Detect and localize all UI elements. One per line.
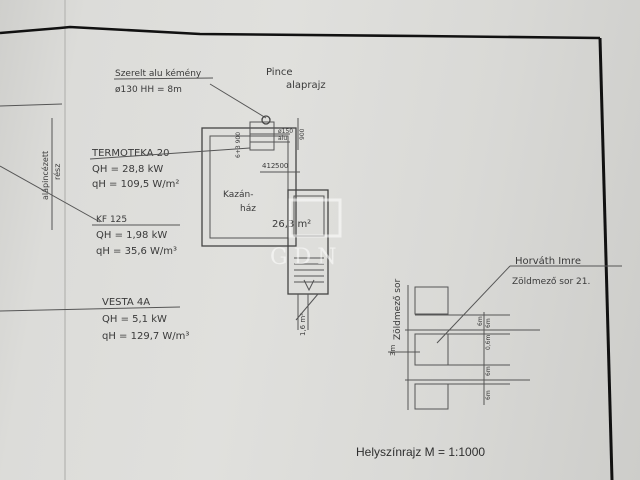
basement-label: alápincézett xyxy=(40,151,50,200)
site-plan xyxy=(388,265,622,410)
site-plan-title: Helyszínrajz M = 1:1000 xyxy=(356,445,485,459)
dim-alu: alu xyxy=(278,135,287,142)
equipment-vesta: VESTA 4A QH = 5,1 kW qH = 129,7 W/m³ xyxy=(0,297,189,342)
owner-address: Zöldmező sor 21. xyxy=(512,277,590,287)
left-line xyxy=(0,103,63,107)
equipment-power: QH = 1,98 kW xyxy=(96,230,167,241)
drawing-border-top xyxy=(0,25,601,40)
site-dim: 0,6m xyxy=(485,334,492,350)
equipment-specific: qH = 35,6 W/m³ xyxy=(96,246,177,257)
equipment-power: QH = 28,8 kW xyxy=(92,164,163,175)
basement-floor-plan xyxy=(201,115,329,330)
equipment-name: TERMOTEKA 20 xyxy=(91,148,169,159)
room-name-2: ház xyxy=(240,204,256,214)
site-dim: 6m xyxy=(485,366,492,376)
street-width: 3m xyxy=(389,345,397,356)
watermark: GDN xyxy=(270,245,342,270)
chimney-spec: ø130 HH = 8m xyxy=(115,85,182,95)
dim-500: 500 xyxy=(275,162,288,170)
equipment-name: KF 125 xyxy=(96,215,127,225)
dim-150: ø150 xyxy=(278,128,293,135)
watermark-logo-icon xyxy=(288,198,342,238)
equipment-specific: qH = 109,5 W/m² xyxy=(92,179,179,190)
dim-412: 412 xyxy=(262,162,275,170)
street-label: Zöldmező sor xyxy=(393,279,403,340)
site-dim: 6m xyxy=(485,318,492,328)
chimney-label: Szerelt alu kémény xyxy=(115,68,202,79)
equipment-name: VESTA 4A xyxy=(102,297,150,308)
site-dim: 6m xyxy=(477,316,484,326)
equipment-kf125: KF 125 QH = 1,98 kW qH = 35,6 W/m³ xyxy=(92,215,180,257)
equipment-termoteka: TERMOTEKA 20 QH = 28,8 kW qH = 109,5 W/m… xyxy=(89,147,251,190)
plan-title-1: Pince xyxy=(266,67,293,78)
chimney-leader xyxy=(209,83,267,119)
owner-name: Horváth Imre xyxy=(515,255,581,267)
underline xyxy=(113,77,214,80)
room-name-1: Kazán- xyxy=(223,190,253,200)
basement-label-2: rész xyxy=(52,164,62,180)
equipment-power: QH = 5,1 kW xyxy=(102,314,167,325)
drawing-border-right xyxy=(598,37,614,480)
dim-side: 6+3 900 xyxy=(235,132,242,158)
stair-area: 1,6 m² xyxy=(299,313,307,336)
equipment-specific: qH = 129,7 W/m³ xyxy=(102,331,189,342)
dim-900: 900 xyxy=(299,128,306,140)
leader-line xyxy=(0,165,101,223)
room-area: 26,3 m² xyxy=(272,219,311,230)
plan-title-2: alaprajz xyxy=(286,80,326,91)
site-dim: 6m xyxy=(485,390,492,400)
